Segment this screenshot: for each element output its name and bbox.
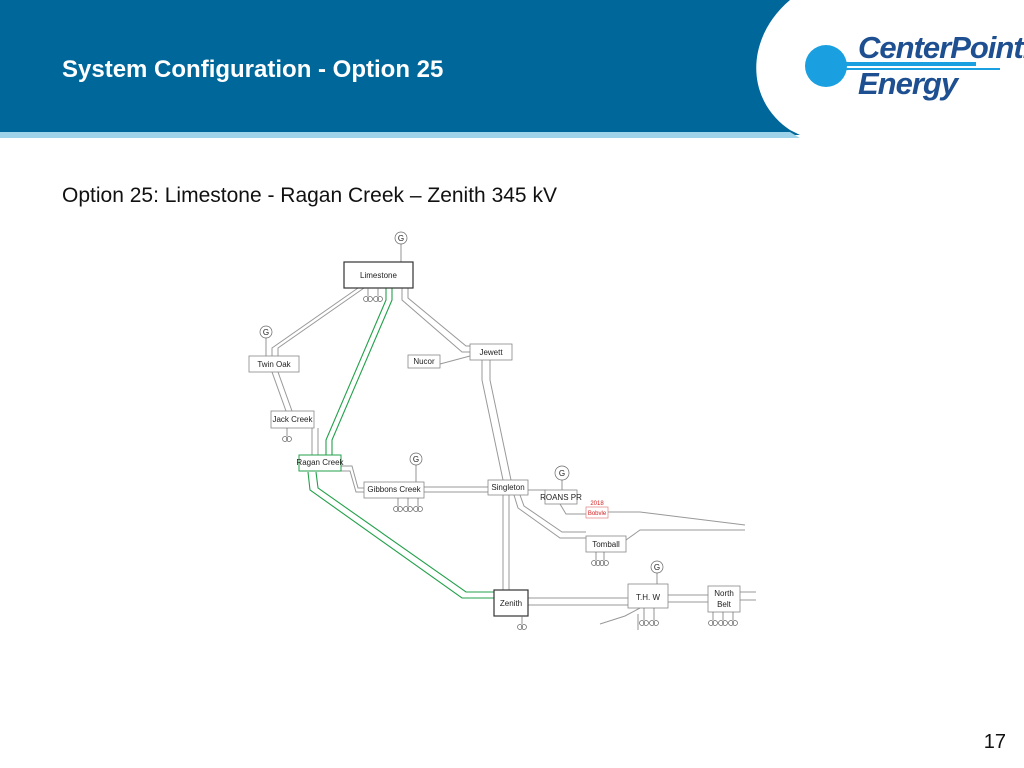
svg-text:North: North [714,589,734,598]
generators: G G G G G [259,231,664,584]
svg-text:Belt: Belt [717,600,732,609]
station-north-belt: North Belt [707,585,741,613]
slide-subtitle: Option 25: Limestone - Ragan Creek – Zen… [62,184,557,207]
svg-text:Twin Oak: Twin Oak [257,360,291,369]
station-zenith: Zenith [493,589,529,617]
svg-text:G: G [559,469,565,478]
station-twin-oak: Twin Oak [248,355,300,373]
station-jewett: Jewett [469,343,513,361]
centerpoint-logo: CenterPoint. Energy [800,28,1024,108]
svg-text:Tomball: Tomball [592,540,620,549]
svg-text:T.H. W: T.H. W [636,593,660,602]
svg-text:G: G [398,234,404,243]
slide-title: System Configuration - Option 25 [62,56,444,83]
station-singleton: Singleton [487,479,529,496]
header-background [0,0,800,138]
annotation-2018: 2018 [590,501,604,507]
svg-text:Limestone: Limestone [360,271,397,280]
svg-text:Zenith: Zenith [500,599,522,608]
station-tomball: Tomball [585,535,627,553]
station-thw: T.H. W [627,583,669,609]
svg-text:Gibbons Creek: Gibbons Creek [367,485,421,494]
generator-twin-oak: G [259,325,273,356]
svg-text:G: G [413,455,419,464]
station-limestone: Limestone [343,261,414,289]
svg-text:Jewett: Jewett [479,348,503,357]
station-roans-pr: ROANS PR [540,489,582,505]
transformer-icons [282,288,738,630]
generator-roans: G [554,465,570,490]
header-band [0,0,800,135]
station-bobville: Bobvle [585,506,609,519]
station-ragan-creek: Ragan Creek [296,454,345,472]
station-gibbons-creek: Gibbons Creek [363,481,425,499]
station-jack-creek: Jack Creek [270,410,315,429]
new-345kv-line [307,288,495,599]
slide-header: System Configuration - Option 25 CenterP… [0,0,1024,145]
generator-thw: G [650,560,664,584]
stations: Limestone Twin Oak Nucor Jewett Jack Cre… [248,261,741,617]
generator-ragan: G [409,452,423,482]
logo-mark-icon [805,45,1000,87]
logo-text-line1: CenterPoint. [858,30,1024,65]
page-number: 17 [983,731,1006,753]
svg-text:Jack Creek: Jack Creek [272,415,313,424]
header-stripe [0,132,800,138]
svg-text:Nucor: Nucor [413,357,435,366]
svg-text:2018: 2018 [590,501,604,507]
logo-text-line2: Energy [858,66,958,101]
existing-lines [271,287,756,625]
svg-text:G: G [263,328,269,337]
station-nucor: Nucor [407,354,441,369]
svg-text:ROANS PR: ROANS PR [540,493,582,502]
generator-limestone: G [394,231,408,262]
svg-text:G: G [654,563,660,572]
svg-text:Ragan Creek: Ragan Creek [296,458,344,467]
svg-text:Bobvle: Bobvle [588,511,607,517]
svg-text:Singleton: Singleton [491,483,524,492]
